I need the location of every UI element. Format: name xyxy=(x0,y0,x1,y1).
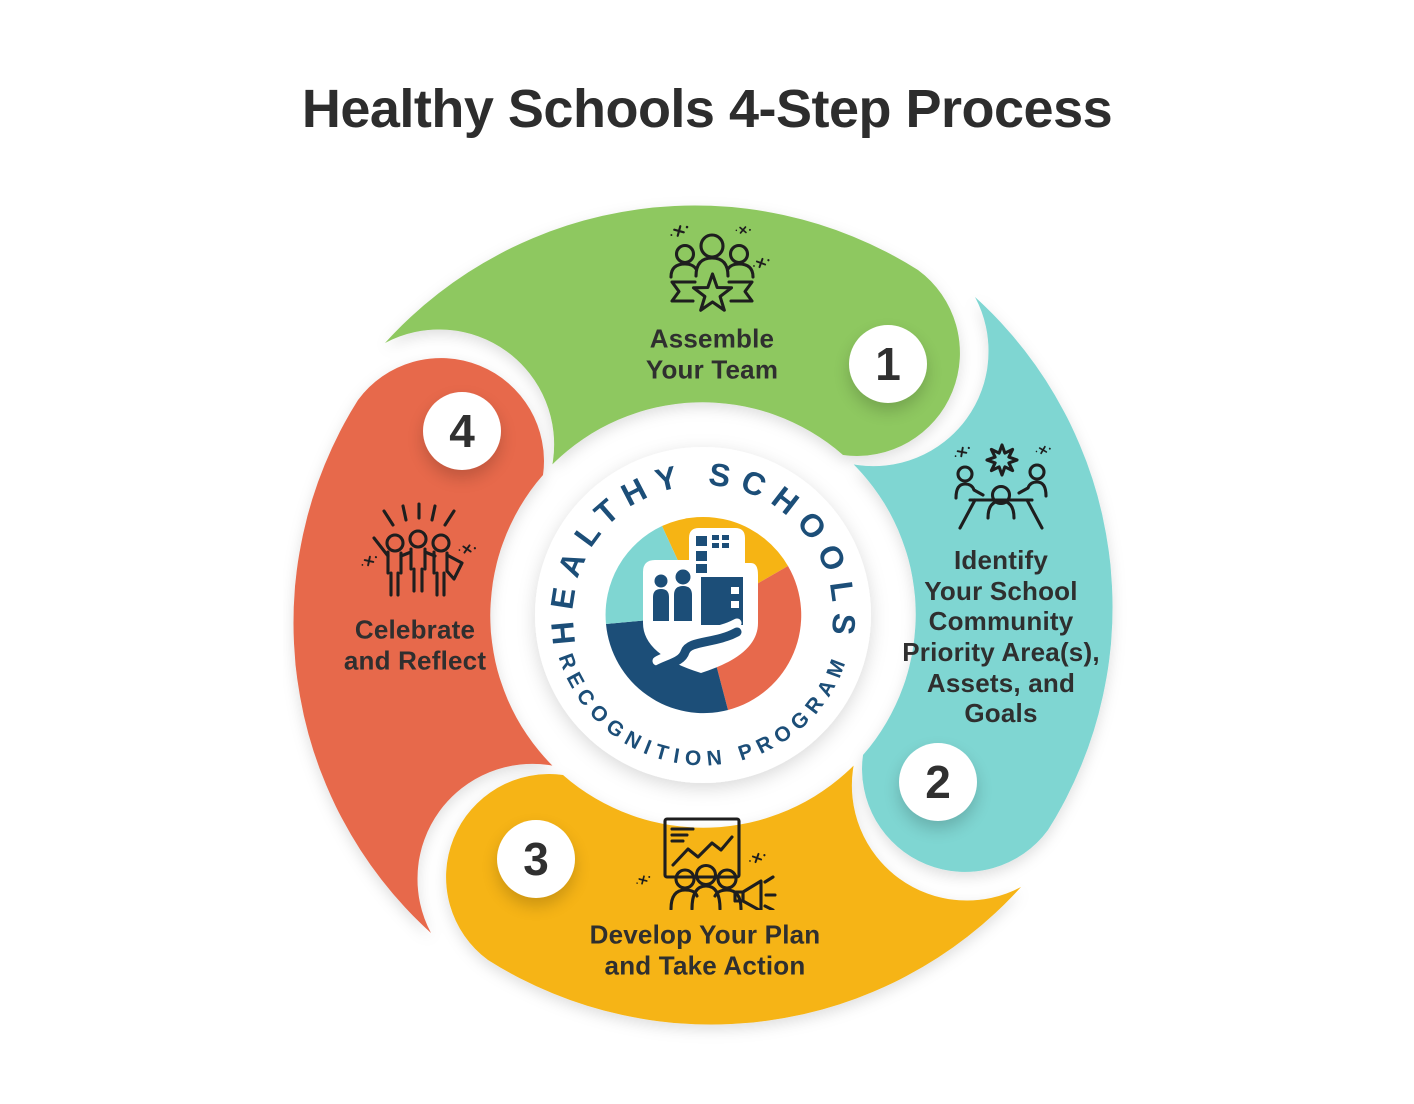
step-3-number: 3 xyxy=(497,820,575,898)
step-4-number: 4 xyxy=(423,392,501,470)
step-4-label: Celebrate and Reflect xyxy=(344,614,486,675)
step-1-label: Assemble Your Team xyxy=(646,323,778,384)
step-number-text: 1 xyxy=(875,338,901,390)
swirl-blades xyxy=(293,205,1113,1025)
step-number-text: 3 xyxy=(523,833,549,885)
celebration-icon xyxy=(360,502,478,597)
center-logo: HEALTHY SCHOOLS RECOGNITION PROGRAM xyxy=(535,447,871,783)
step-label-line: Celebrate xyxy=(354,614,476,645)
step-label-line: Community xyxy=(928,606,1074,637)
pinwheel-diagram: HEALTHY SCHOOLS RECOGNITION PROGRAM xyxy=(293,205,1113,1025)
step-label-line: Assemble xyxy=(649,323,775,354)
logo-badge xyxy=(643,528,758,675)
step-number-text: 2 xyxy=(925,756,951,808)
step-label-line: Goals xyxy=(964,698,1038,729)
badge-path-road-shadow xyxy=(652,627,742,675)
community-meeting-icon xyxy=(953,441,1052,530)
step-2-number: 2 xyxy=(899,743,977,821)
step-3-label: Develop Your Plan and Take Action xyxy=(590,919,821,980)
step-label-line: Assets, and xyxy=(926,667,1076,698)
badge-window xyxy=(696,536,707,546)
step-2-label: Identify Your School Community Priority … xyxy=(902,545,1100,729)
page-title: Healthy Schools 4-Step Process xyxy=(301,79,1113,139)
step-label-line: and Reflect xyxy=(343,645,487,675)
step-2-blade xyxy=(853,297,1113,872)
step-1-blade xyxy=(385,205,960,465)
team-star-icon xyxy=(669,221,770,312)
step-label-line: and Take Action xyxy=(604,950,806,980)
badge-mark xyxy=(653,535,743,625)
step-label-line: Your Team xyxy=(645,354,779,384)
badge-person-icon xyxy=(654,574,668,588)
step-1-number: 1 xyxy=(849,325,927,403)
step-number-text: 4 xyxy=(449,405,475,457)
plan-presentation-icon xyxy=(635,817,777,910)
step-label-line: Develop Your Plan xyxy=(589,919,821,950)
step-label-line: Identify xyxy=(953,544,1049,575)
step-4-blade xyxy=(293,358,553,933)
badge-person-icon xyxy=(675,569,691,585)
badge-path-road xyxy=(652,618,742,666)
step-label-line: Priority Area(s), xyxy=(902,637,1100,667)
step-label-line: Your School xyxy=(924,575,1078,606)
